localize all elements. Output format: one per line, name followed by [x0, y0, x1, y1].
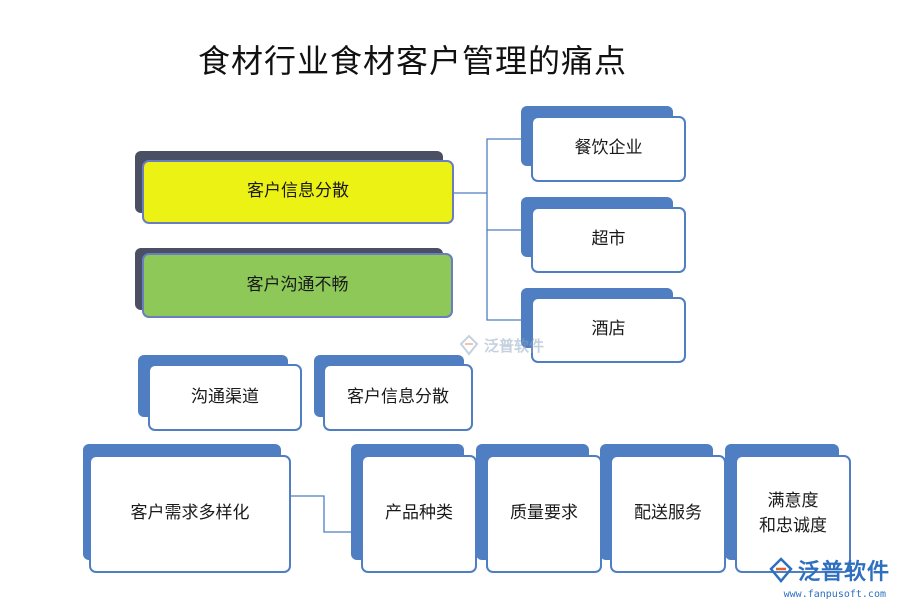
connector-top — [454, 138, 521, 321]
box-label: 客户沟通不畅 — [246, 274, 349, 295]
brand-name: 泛普软件 — [797, 560, 890, 585]
brand-logo: 泛普软件 — [768, 554, 890, 586]
box-label: 餐饮企业 — [574, 138, 643, 159]
box-label: 客户信息分散 — [347, 386, 449, 407]
watermark-text: 泛普软件 — [484, 336, 545, 355]
connector-bottom — [291, 495, 352, 533]
fanpu-logo-icon — [769, 557, 793, 583]
diagram-title: 食材行业食材客户管理的痛点 — [198, 42, 628, 80]
box-label: 质量要求 — [510, 503, 578, 524]
watermark: 泛普软件 — [458, 334, 544, 356]
box-label: 客户需求多样化 — [130, 503, 250, 524]
box-label: 沟通渠道 — [191, 386, 259, 407]
box-label: 满意度 和忠诚度 — [759, 490, 827, 537]
brand-url: www.fanpusoft.com — [783, 589, 886, 600]
box-label: 酒店 — [591, 319, 626, 340]
box-label: 客户信息分散 — [247, 181, 349, 202]
box-label: 超市 — [591, 229, 626, 250]
box-label: 产品种类 — [385, 503, 453, 524]
box-label: 配送服务 — [634, 503, 702, 524]
fanpu-logo-icon — [459, 334, 479, 356]
